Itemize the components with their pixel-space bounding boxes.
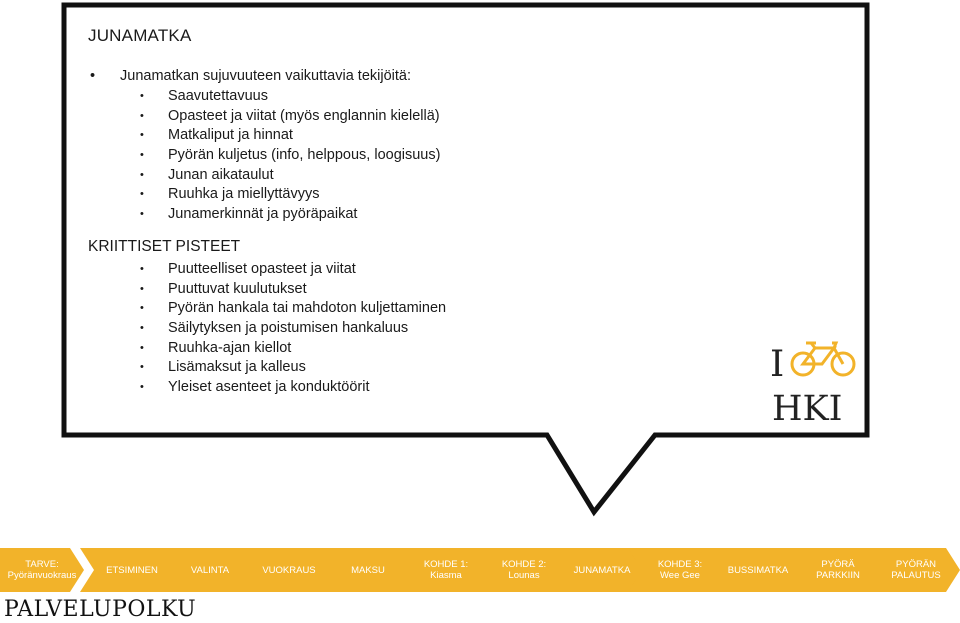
bullet: • [140,149,144,162]
list-item-text: Opasteet ja viitat (myös englannin kiele… [168,107,440,124]
intro-text: Junamatkan sujuvuuteen vaikuttavia tekij… [120,68,411,84]
list-item-text: Puutteelliset opasteet ja viitat [168,260,356,277]
bullet: • [140,168,144,181]
list-item: • Lisämaksut ja kalleus [88,358,738,378]
bullet: • [90,68,96,84]
journey-card: JUNAMATKA • Junamatkan sujuvuuteen vaiku… [88,26,738,398]
list-item-text: Yleiset asenteet ja konduktöörit [168,378,370,395]
factor-list: • Saavutettavuus • Opasteet ja viitat (myö… [88,87,738,225]
list-item: • Matkaliput ja hinnat [88,126,738,146]
step-bike-return[interactable]: PYÖRÄN PALAUTUS [864,548,960,592]
service-path: TARVE: Pyöränvuokraus ETSIMINEN VALINTA … [0,548,960,592]
list-item-text: Puuttuvat kuulutukset [168,280,307,297]
list-item: • Saavutettavuus [88,87,738,107]
list-item: • Ruuhka-ajan kiellot [88,339,738,359]
chevron-shape [0,548,84,592]
step-bike-parking[interactable]: PYÖRÄ PARKKIIN [786,548,882,592]
chevron-shape [158,548,254,592]
step-label: MAKSU [351,564,385,576]
chevron-shape [786,548,882,592]
step-bus-journey[interactable]: BUSSIMATKA [706,548,802,592]
chevron-shape [237,548,333,592]
list-item: • Säilytyksen ja poistumisen hankaluus [88,319,738,339]
bullet: • [140,208,144,221]
bicycle-icon [790,341,856,377]
critical-points-title: KRIITTISET PISTEET [88,237,241,255]
list-item-text: Saavutettavuus [168,88,268,104]
list-item-text: Matkaliput ja hinnat [168,127,293,144]
bullet: • [140,282,144,295]
step-payment[interactable]: MAKSU [316,548,412,592]
step-label: PYÖRÄN PALAUTUS [891,559,941,581]
bullet: • [140,341,144,354]
chevron-shape [628,548,724,592]
chevron-shape [472,548,568,592]
list-item-text: Lisämaksut ja kalleus [168,359,306,376]
list-item-text: Junamerkinnät ja pyöräpaikat [168,206,358,223]
i-bike-hki-logo: I HKI [770,341,856,425]
chevron-shape [864,548,960,592]
list-item: • Yleiset asenteet ja konduktöörit [88,378,738,398]
list-item-text: Junan aikataulut [168,166,274,183]
list-item: • Ruuhka ja miellyttävyys [88,185,738,205]
chevron-shape [80,548,176,592]
list-item: • Puutteelliset opasteet ja viitat [88,260,738,280]
list-item: • Junan aikataulut [88,166,738,186]
step-need[interactable]: TARVE: Pyöränvuokraus [0,548,84,592]
logo-hki-text: HKI [772,389,843,425]
list-item-text: Ruuhka ja miellyttävyys [168,186,320,203]
list-item: • Pyörän hankala tai mahdoton kuljettamin… [88,299,738,319]
list-item-text: Pyörän hankala tai mahdoton kuljettamine… [168,300,447,317]
step-label: ETSIMINEN [106,564,158,576]
list-item: • Pyörän kuljetus (info, helppous, loogis… [88,146,738,166]
step-label: JUNAMATKA [573,564,631,576]
list-item-text: Ruuhka-ajan kiellot [168,339,292,356]
step-destination-2[interactable]: KOHDE 2: Lounas [472,548,568,592]
step-train-journey[interactable]: JUNAMATKA [550,548,646,592]
bullet: • [140,129,144,142]
step-label: KOHDE 2: Lounas [501,559,547,581]
step-search[interactable]: ETSIMINEN [80,548,176,592]
card-title: JUNAMATKA [88,26,192,45]
intro-line: • Junamatkan sujuvuuteen vaikuttavia tek… [88,66,738,87]
step-destination-3[interactable]: KOHDE 3: Wee Gee [628,548,724,592]
step-label: VUOKRAUS [262,564,316,576]
list-item: • Puuttuvat kuulutukset [88,280,738,300]
list-item: • Opasteet ja viitat (myös englannin kiel… [88,107,738,127]
bullet: • [140,188,144,201]
chevron-shape [706,548,802,592]
step-choice[interactable]: VALINTA [158,548,254,592]
step-label: KOHDE 1: Kiasma [423,559,469,581]
bullet: • [140,302,144,315]
bullet: • [140,321,144,334]
chevron-shape [394,548,490,592]
bullet: • [140,262,144,275]
step-label: TARVE: Pyöränvuokraus [7,559,77,581]
step-label: VALINTA [190,564,230,576]
list-item-text: Säilytyksen ja poistumisen hankaluus [168,319,409,336]
service-path-title: PALVELUPOLKU [4,597,197,622]
critical-list: • Puutteelliset opasteet ja viitat • Puutt… [88,260,738,398]
list-item: • Junamerkinnät ja pyöräpaikat [88,205,738,225]
step-label: KOHDE 3: Wee Gee [657,559,703,581]
bullet: • [140,109,144,122]
step-label: PYÖRÄ PARKKIIN [816,559,860,581]
chevron-shape [316,548,412,592]
step-destination-1[interactable]: KOHDE 1: Kiasma [394,548,490,592]
bullet: • [140,380,144,393]
chevron-shape [550,548,646,592]
bullet: • [140,361,144,374]
bullet: • [140,90,144,102]
step-label: BUSSIMATKA [727,564,789,576]
step-rental[interactable]: VUOKRAUS [237,548,333,592]
logo-letter-i: I [770,344,784,385]
list-item-text: Pyörän kuljetus (info, helppous, loogisu… [168,147,441,164]
